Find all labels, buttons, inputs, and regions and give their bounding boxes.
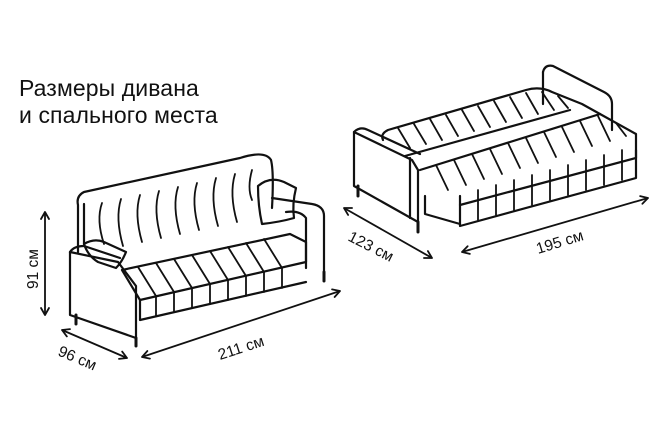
sofa-right-cushion xyxy=(256,178,298,226)
depth-label: 96 см xyxy=(55,343,98,374)
width-label: 211 см xyxy=(216,333,266,364)
bed-mattress-top xyxy=(418,112,638,207)
dimension-arrows-unfolded xyxy=(343,195,649,259)
bed-mattress-front xyxy=(458,148,638,228)
bed-back-armrest xyxy=(541,64,614,132)
sofa-seat xyxy=(120,232,308,302)
height-label: 91 см xyxy=(25,249,42,289)
bed-mattress-fold xyxy=(403,108,572,158)
title-line-1: Размеры дивана xyxy=(19,75,199,101)
depth-arrow xyxy=(61,328,128,360)
bed-front-armrest xyxy=(352,130,420,224)
sofa-seat-channels xyxy=(137,238,283,317)
bed-length-label: 195 см xyxy=(534,227,585,257)
bed-length-arrow xyxy=(461,195,649,255)
bed-front-armrest-top xyxy=(352,127,422,156)
bed-base xyxy=(423,194,462,226)
bed-depth-arrow xyxy=(343,207,433,259)
bed-upper-channels xyxy=(397,91,569,149)
sofa-right-armrest xyxy=(270,196,326,274)
sofa-right-armrest-front xyxy=(284,210,308,270)
dimension-arrows-folded xyxy=(40,211,341,360)
diagram-title: Размеры дивана и спального места xyxy=(19,75,218,129)
width-arrow xyxy=(141,288,341,360)
sofa-backrest xyxy=(76,153,274,254)
sofa-left-armrest xyxy=(68,250,138,340)
sofa-left-cushion xyxy=(82,239,128,270)
title-line-2: и спального места xyxy=(19,102,218,128)
sofa-back-channels xyxy=(98,169,253,247)
sofa-folded xyxy=(68,153,326,348)
sofa-unfolded xyxy=(352,64,638,234)
